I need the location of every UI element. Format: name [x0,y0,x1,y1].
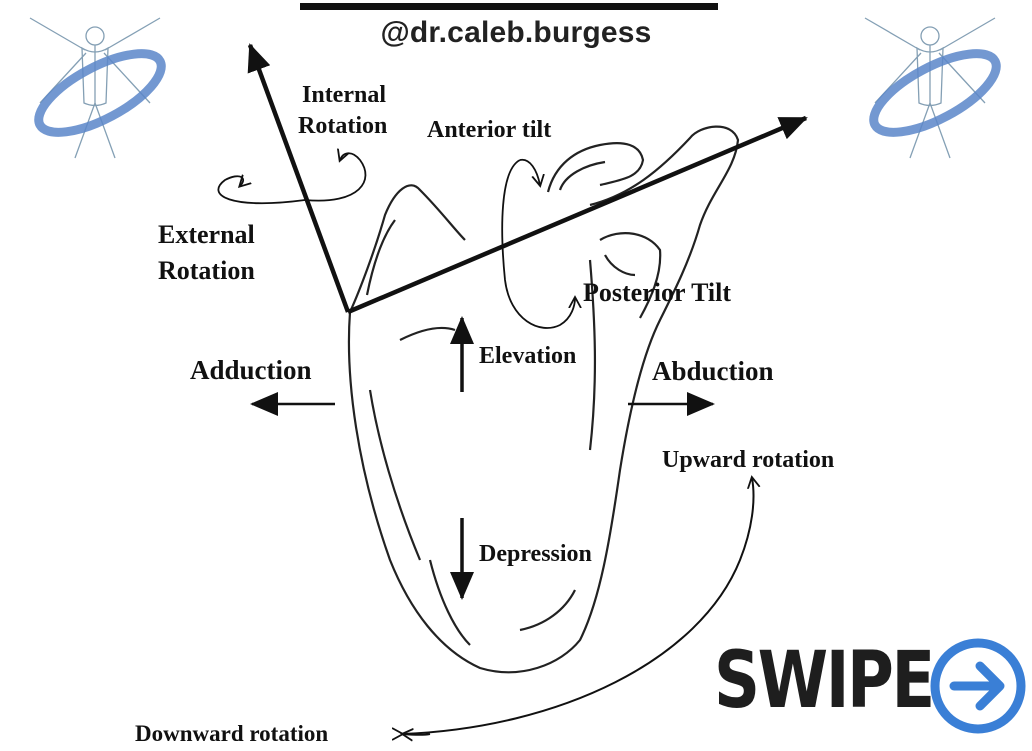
arrow-right-circle-icon[interactable] [928,636,1028,736]
external-rotation-label-line2: Rotation [158,256,255,286]
depression-label: Depression [479,541,592,568]
internal-rotation-label-line1: Internal [302,82,386,109]
spine-axis-arrow [348,118,806,312]
upward-downward-rotation-arrow [402,478,754,734]
upward-rotation-label: Upward rotation [662,447,834,474]
internal-rotation-curl-arrow [218,176,305,203]
downward-rotation-label: Downward rotation [135,721,328,747]
elevation-label: Elevation [479,343,576,370]
posterior-tilt-label: Posterior Tilt [583,278,731,308]
anterior-tilt-label: Anterior tilt [427,117,551,144]
abduction-label: Abduction [652,356,774,387]
scapula-bone [349,127,738,673]
internal-rotation-label-line2: Rotation [298,113,387,140]
external-rotation-label-line1: External [158,220,255,250]
adduction-label: Adduction [190,355,312,386]
swipe-label[interactable]: SWIPE [714,642,933,720]
